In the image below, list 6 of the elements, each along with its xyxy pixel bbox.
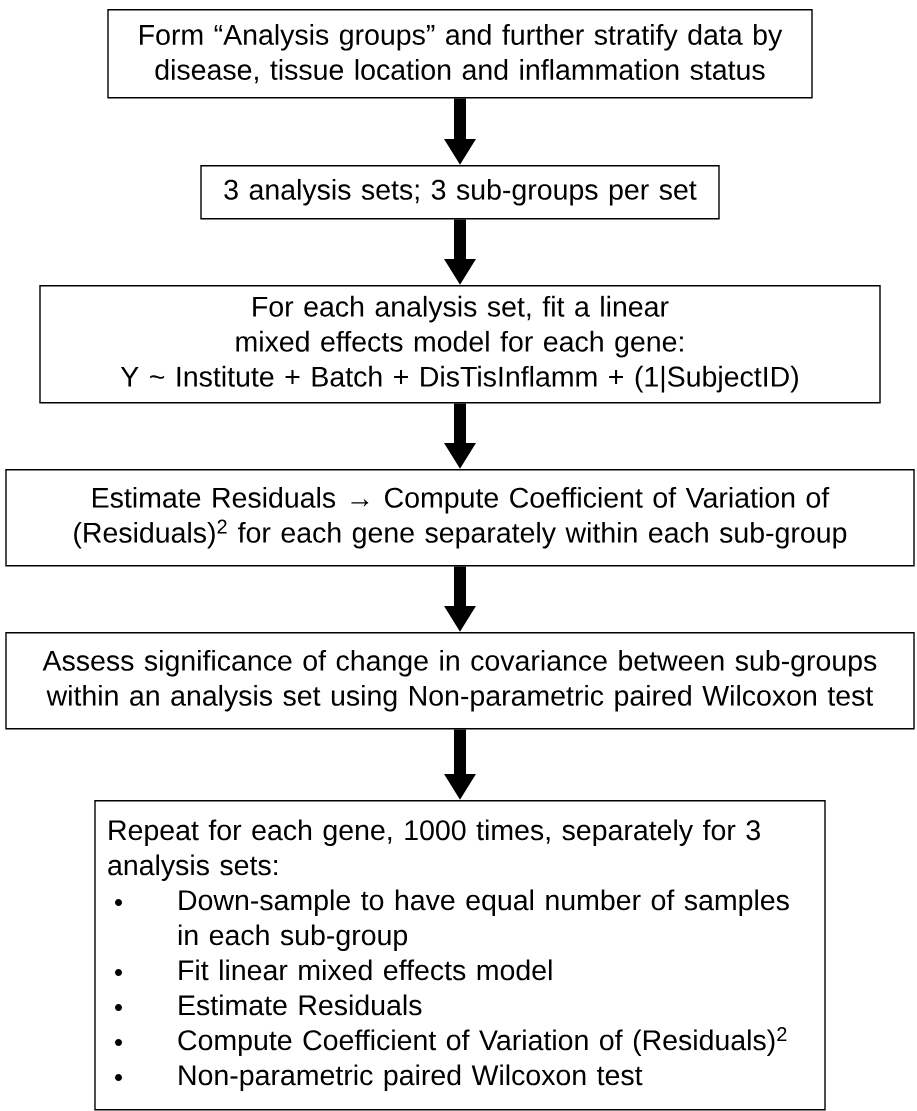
process-box: Estimate Residuals → Compute Coefficient of Variation of (Residuals)$^{2}$ for each gene separately within each sub-group [5, 469, 915, 567]
process-box: 3 analysis sets; 3 sub-groups per set [200, 165, 720, 220]
process-box: Assess significance of change in covariance between sub-groups within an analysis set using Non-parametric paired Wilcoxon test [5, 632, 915, 730]
process-box: Form “Analysis groups” and further stratify data by disease, tissue location and inflammation status [107, 9, 813, 99]
process-box: Repeat for each gene, 1000 times, separately for 3 analysis sets: Down-sample to have equal number of samples in each sub-group Fit linear mixed effects model Estimate Residuals Compute Coefficient of Variation of (Residuals)$^{2}$ Non-parametric paired Wilcoxon test [94, 800, 826, 1111]
process-box: For each analysis set, fit a linear mixed effects model for each gene: Y ~ Institute + Batch + DisTisInflamm + (1|SubjectID) [39, 285, 881, 404]
